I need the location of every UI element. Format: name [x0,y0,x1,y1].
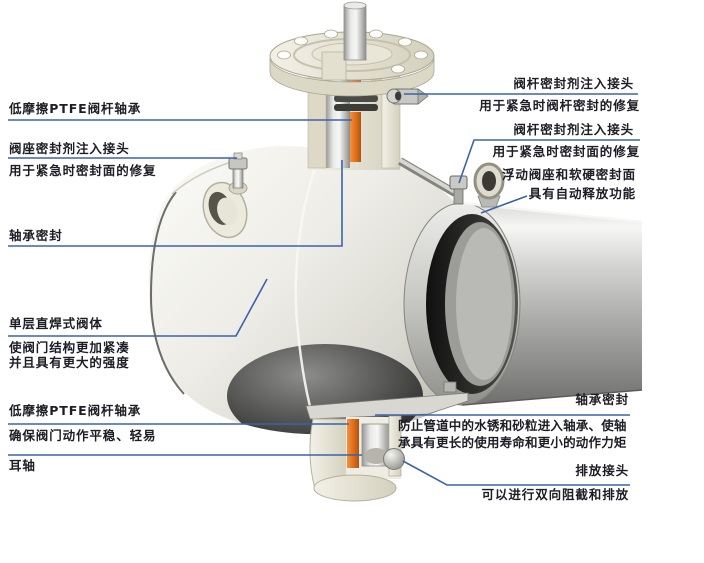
label-seat-injection-right-title: 阀杆密封剂注入接头 [513,122,634,137]
label-seat-injection-right-desc: 用于紧急时密封面的修复 [492,144,640,159]
callout-line-bearing-seal-upper [8,160,343,247]
label-welded-body-desc-1: 使阀门结构更加紧凑 [9,340,130,355]
eyebolt-lifting-ring [473,162,505,208]
label-drain-title: 排放接头 [575,463,629,478]
label-bearing-seal-upper: 轴承密封 [9,228,63,243]
stem-assembly [269,1,435,170]
stem-sealant-injection-fitting [386,88,429,105]
pipe-bore [403,202,521,406]
callout-line-drain [402,460,630,486]
label-stem-injection-desc: 用于紧急时阀杆密封的修复 [479,98,640,113]
bottom-flange [305,381,469,420]
label-seat-injection-left-title: 阀座密封剂注入接头 [9,141,130,156]
callout-line-seat-injection-right [458,139,640,184]
callout-lines [8,93,640,486]
label-floating-seat-title: 浮动阀座和软硬密封面 [501,167,636,182]
seat-sealant-injection-fitting-left [228,152,248,195]
label-ptfe-stem-bearing-lower-title: 低摩擦PTFE阀杆轴承 [9,403,142,418]
label-ptfe-stem-bearing-upper: 低摩擦PTFE阀杆轴承 [9,101,142,116]
lower-trunnion-cutaway [309,415,405,502]
label-stem-injection-title: 阀杆密封剂注入接头 [513,76,634,91]
drain-fitting [383,448,405,470]
label-bearing-seal-lower-desc-1: 防止管道中的水锈和砂粒进入轴承、使轴 [398,418,627,433]
stem-rod [343,1,367,61]
label-welded-body-desc-2: 并且具有更大的强度 [9,355,130,370]
label-welded-body-title: 单层直焊式阀体 [9,316,103,331]
callout-line-welded-body [8,278,268,337]
label-floating-seat-desc: 具有自动释放功能 [528,186,636,201]
label-trunnion: 耳轴 [9,458,36,473]
label-bearing-seal-lower-desc-2: 承具有更长的使用寿命和更小的动作力矩 [398,435,627,450]
trunnion-ptfe-bearing [347,419,359,468]
right-pipe-end [403,201,643,406]
callout-line-floating-seat [480,195,528,214]
label-drain-desc: 可以进行双向阻截和排放 [481,487,629,502]
lifting-lug [202,181,248,239]
flange-bolt-holes [277,29,428,74]
label-seat-injection-left-desc: 用于紧急时密封面的修复 [9,163,157,178]
label-ptfe-stem-bearing-lower-desc: 确保阀门动作平稳、轻易 [9,428,157,443]
label-bearing-seal-lower-title: 轴承密封 [575,392,629,407]
